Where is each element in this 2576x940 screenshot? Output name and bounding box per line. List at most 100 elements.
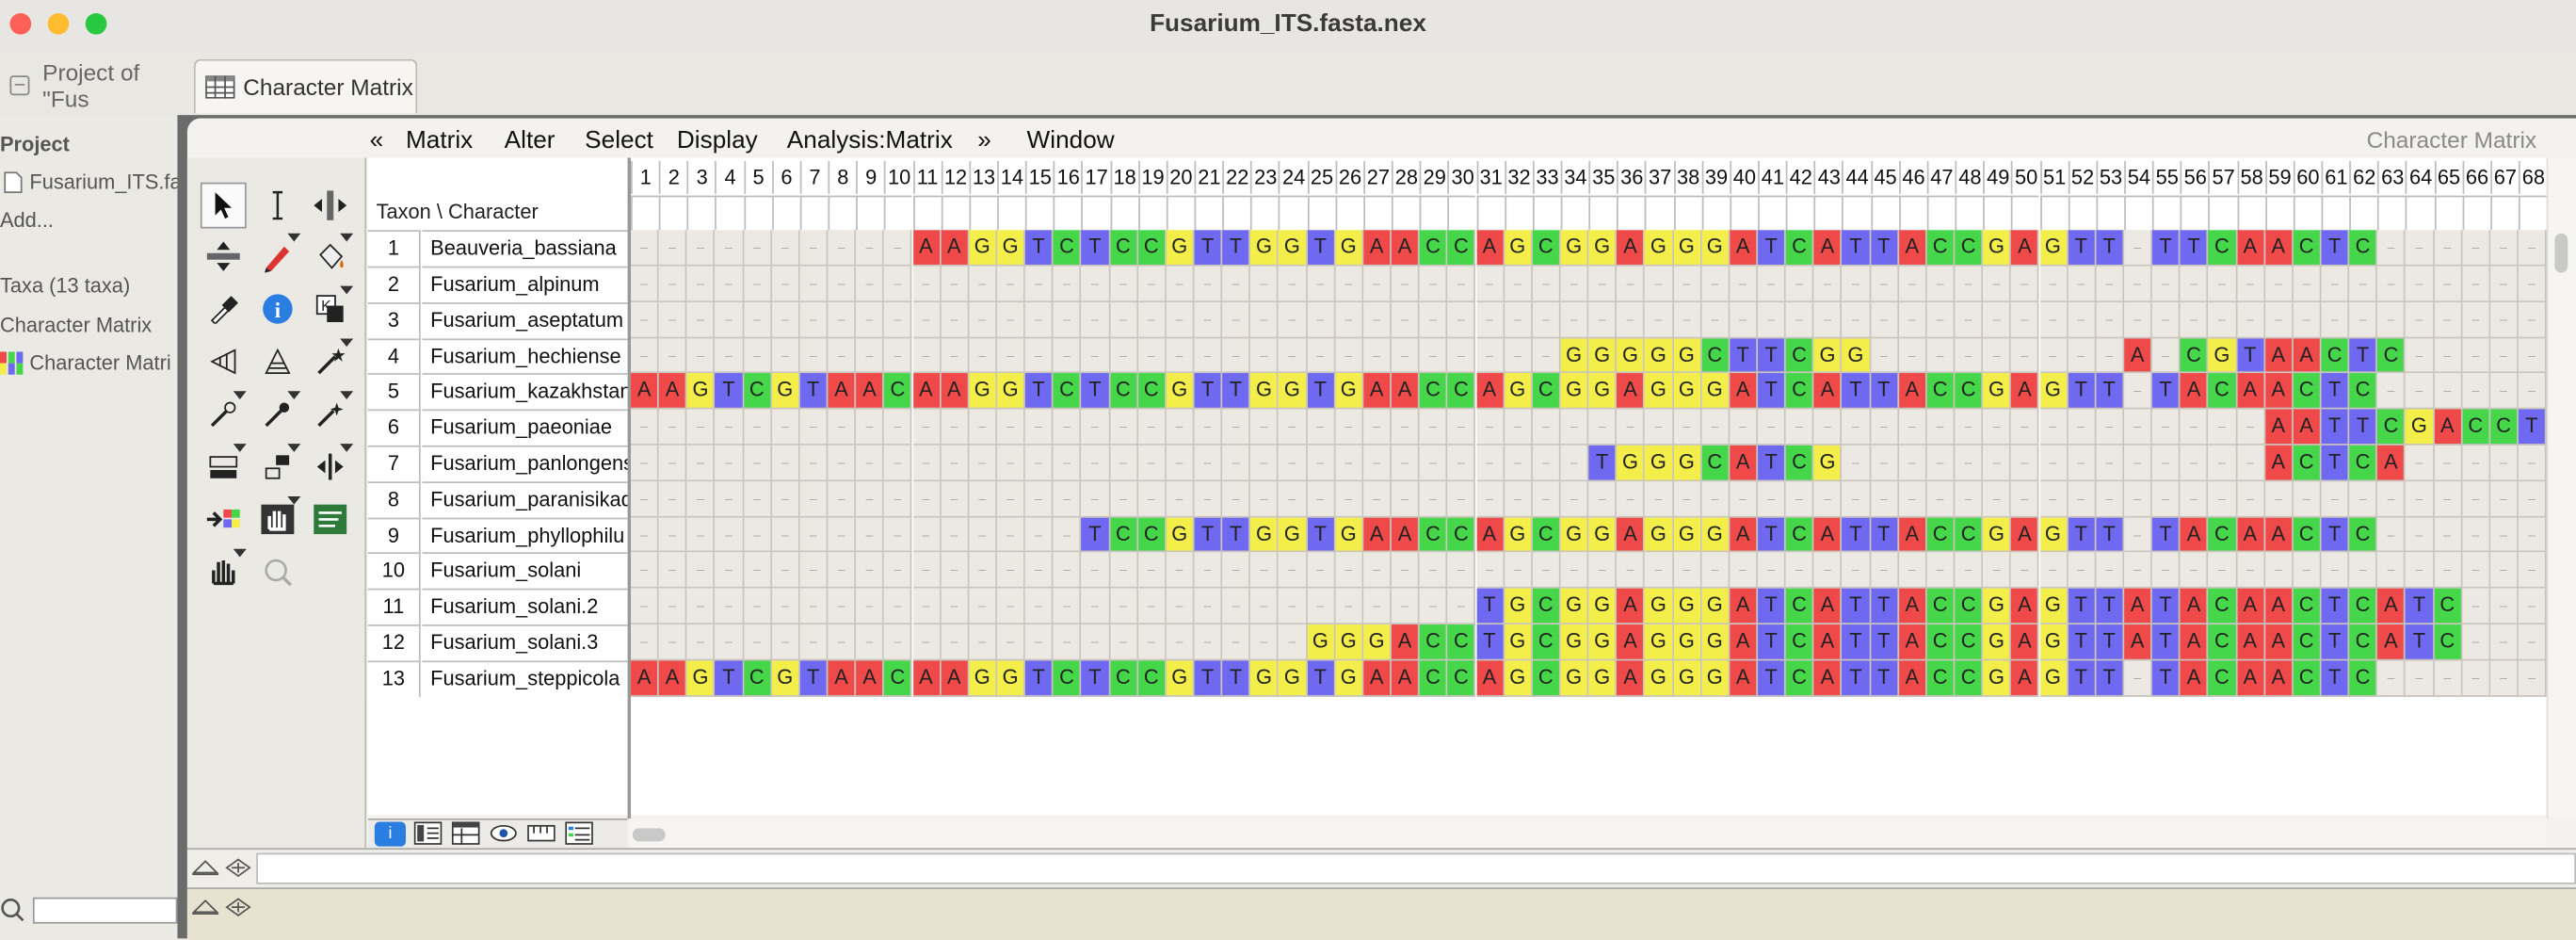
matrix-cell[interactable]: G [1645,337,1674,374]
matrix-cell[interactable]: – [2180,301,2209,338]
row-number[interactable]: 8 [367,480,421,517]
matrix-cell[interactable]: G [1560,589,1589,625]
matrix-cell[interactable]: – [1813,552,1843,590]
matrix-cell[interactable]: – [1166,337,1195,374]
matrix-cell[interactable]: – [1983,445,2012,481]
matrix-cell[interactable]: T [2068,230,2097,267]
matrix-cell[interactable]: – [771,301,800,338]
matrix-cell[interactable]: – [2406,230,2435,267]
matrix-cell[interactable]: – [799,624,829,661]
matrix-cell[interactable]: – [1926,552,1956,590]
matrix-cell[interactable]: G [1842,337,1871,374]
matrix-cell[interactable]: – [1279,445,1308,481]
matrix-cell[interactable]: G [1813,337,1843,374]
matrix-cell[interactable]: C [2208,624,2237,661]
matrix-cell[interactable]: – [1024,480,1054,517]
matrix-cell[interactable]: C [743,373,772,410]
matrix-cell[interactable]: A [1730,516,1759,553]
matrix-cell[interactable]: – [1730,266,1759,302]
matrix-cell[interactable]: – [631,480,659,517]
matrix-cell[interactable]: – [2490,480,2519,517]
matrix-cell[interactable]: – [2068,301,2097,338]
matrix-cell[interactable]: – [2039,552,2069,590]
matrix-cell[interactable]: – [1532,266,1561,302]
matrix-cell[interactable]: C [1785,230,1814,267]
matrix-cell[interactable]: – [743,337,772,374]
matrix-cell[interactable]: – [2124,301,2152,338]
matrix-cell[interactable]: – [1898,266,1927,302]
matrix-cell[interactable]: – [1279,552,1308,590]
matrix-cell[interactable]: G [1617,445,1646,481]
column-selector[interactable] [2068,195,2097,231]
matrix-cell[interactable]: – [771,589,800,625]
matrix-cell[interactable]: T [2519,409,2547,446]
column-selector[interactable] [856,195,885,231]
matrix-cell[interactable]: – [884,230,913,267]
column-selector[interactable] [2490,195,2519,231]
matrix-cell[interactable]: – [2377,230,2407,267]
matrix-cell[interactable]: – [1109,409,1138,446]
matrix-cell[interactable]: A [2180,373,2209,410]
column-selector[interactable] [1447,195,1476,231]
column-number[interactable]: 51 [2039,161,2069,194]
matrix-cell[interactable]: C [2349,660,2378,697]
matrix-cell[interactable]: G [1504,660,1533,697]
matrix-cell[interactable]: – [1447,266,1476,302]
matrix-cell[interactable]: A [2236,373,2265,410]
matrix-cell[interactable]: – [799,409,829,446]
matrix-cell[interactable]: C [2377,409,2407,446]
column-selector[interactable] [1898,195,1927,231]
matrix-cell[interactable]: – [1447,552,1476,590]
matrix-cell[interactable]: – [997,266,1025,302]
column-number[interactable]: 17 [1081,161,1110,194]
matrix-cell[interactable]: T [1870,516,1899,553]
column-number[interactable]: 23 [1250,161,1280,194]
column-selector[interactable] [1617,195,1646,231]
matrix-cell[interactable]: – [1109,266,1138,302]
column-number[interactable]: 34 [1560,161,1589,194]
matrix-cell[interactable]: – [2490,589,2519,625]
matrix-cell[interactable]: – [1081,624,1110,661]
matrix-cell[interactable]: – [1335,589,1364,625]
matrix-cell[interactable]: – [2434,552,2463,590]
matrix-cell[interactable]: G [1335,624,1364,661]
matrix-cell[interactable]: – [1166,445,1195,481]
matrix-cell[interactable]: – [1870,552,1899,590]
matrix-cell[interactable]: – [799,301,829,338]
matrix-cell[interactable]: – [1279,337,1308,374]
matrix-cell[interactable]: – [2490,373,2519,410]
matrix-cell[interactable]: A [1475,516,1505,553]
matrix-cell[interactable]: – [884,266,913,302]
matrix-cell[interactable]: – [1532,337,1561,374]
column-number[interactable]: 15 [1024,161,1054,194]
matrix-cell[interactable]: – [856,409,885,446]
matrix-cell[interactable]: C [2293,589,2322,625]
matrix-cell[interactable]: – [2519,480,2547,517]
matrix-cell[interactable]: G [1673,373,1702,410]
column-selector[interactable] [2264,195,2294,231]
matrix-cell[interactable]: G [1335,516,1364,553]
column-number[interactable]: 1 [631,161,659,194]
matrix-cell[interactable]: A [828,660,857,697]
matrix-cell[interactable]: A [2180,624,2209,661]
matrix-cell[interactable]: A [856,373,885,410]
matrix-cell[interactable]: – [1983,480,2012,517]
matrix-cell[interactable]: A [2180,660,2209,697]
matrix-cell[interactable]: C [1053,230,1082,267]
matrix-cell[interactable]: – [2406,660,2435,697]
matrix-cell[interactable]: G [1363,624,1392,661]
matrix-cell[interactable]: – [1392,409,1420,446]
matrix-cell[interactable]: – [1335,337,1364,374]
matrix-cell[interactable]: A [1617,230,1646,267]
column-selector[interactable] [1785,195,1814,231]
matrix-cell[interactable]: – [2180,552,2209,590]
matrix-cell[interactable]: – [1730,301,1759,338]
matrix-cell[interactable]: – [1983,409,2012,446]
column-selector[interactable] [743,195,772,231]
matrix-cell[interactable]: T [2151,660,2181,697]
matrix-cell[interactable]: – [771,445,800,481]
matrix-cell[interactable]: – [686,552,716,590]
matrix-cell[interactable]: A [1813,230,1843,267]
matrix-cell[interactable]: T [799,373,829,410]
matrix-cell[interactable]: – [1419,409,1448,446]
